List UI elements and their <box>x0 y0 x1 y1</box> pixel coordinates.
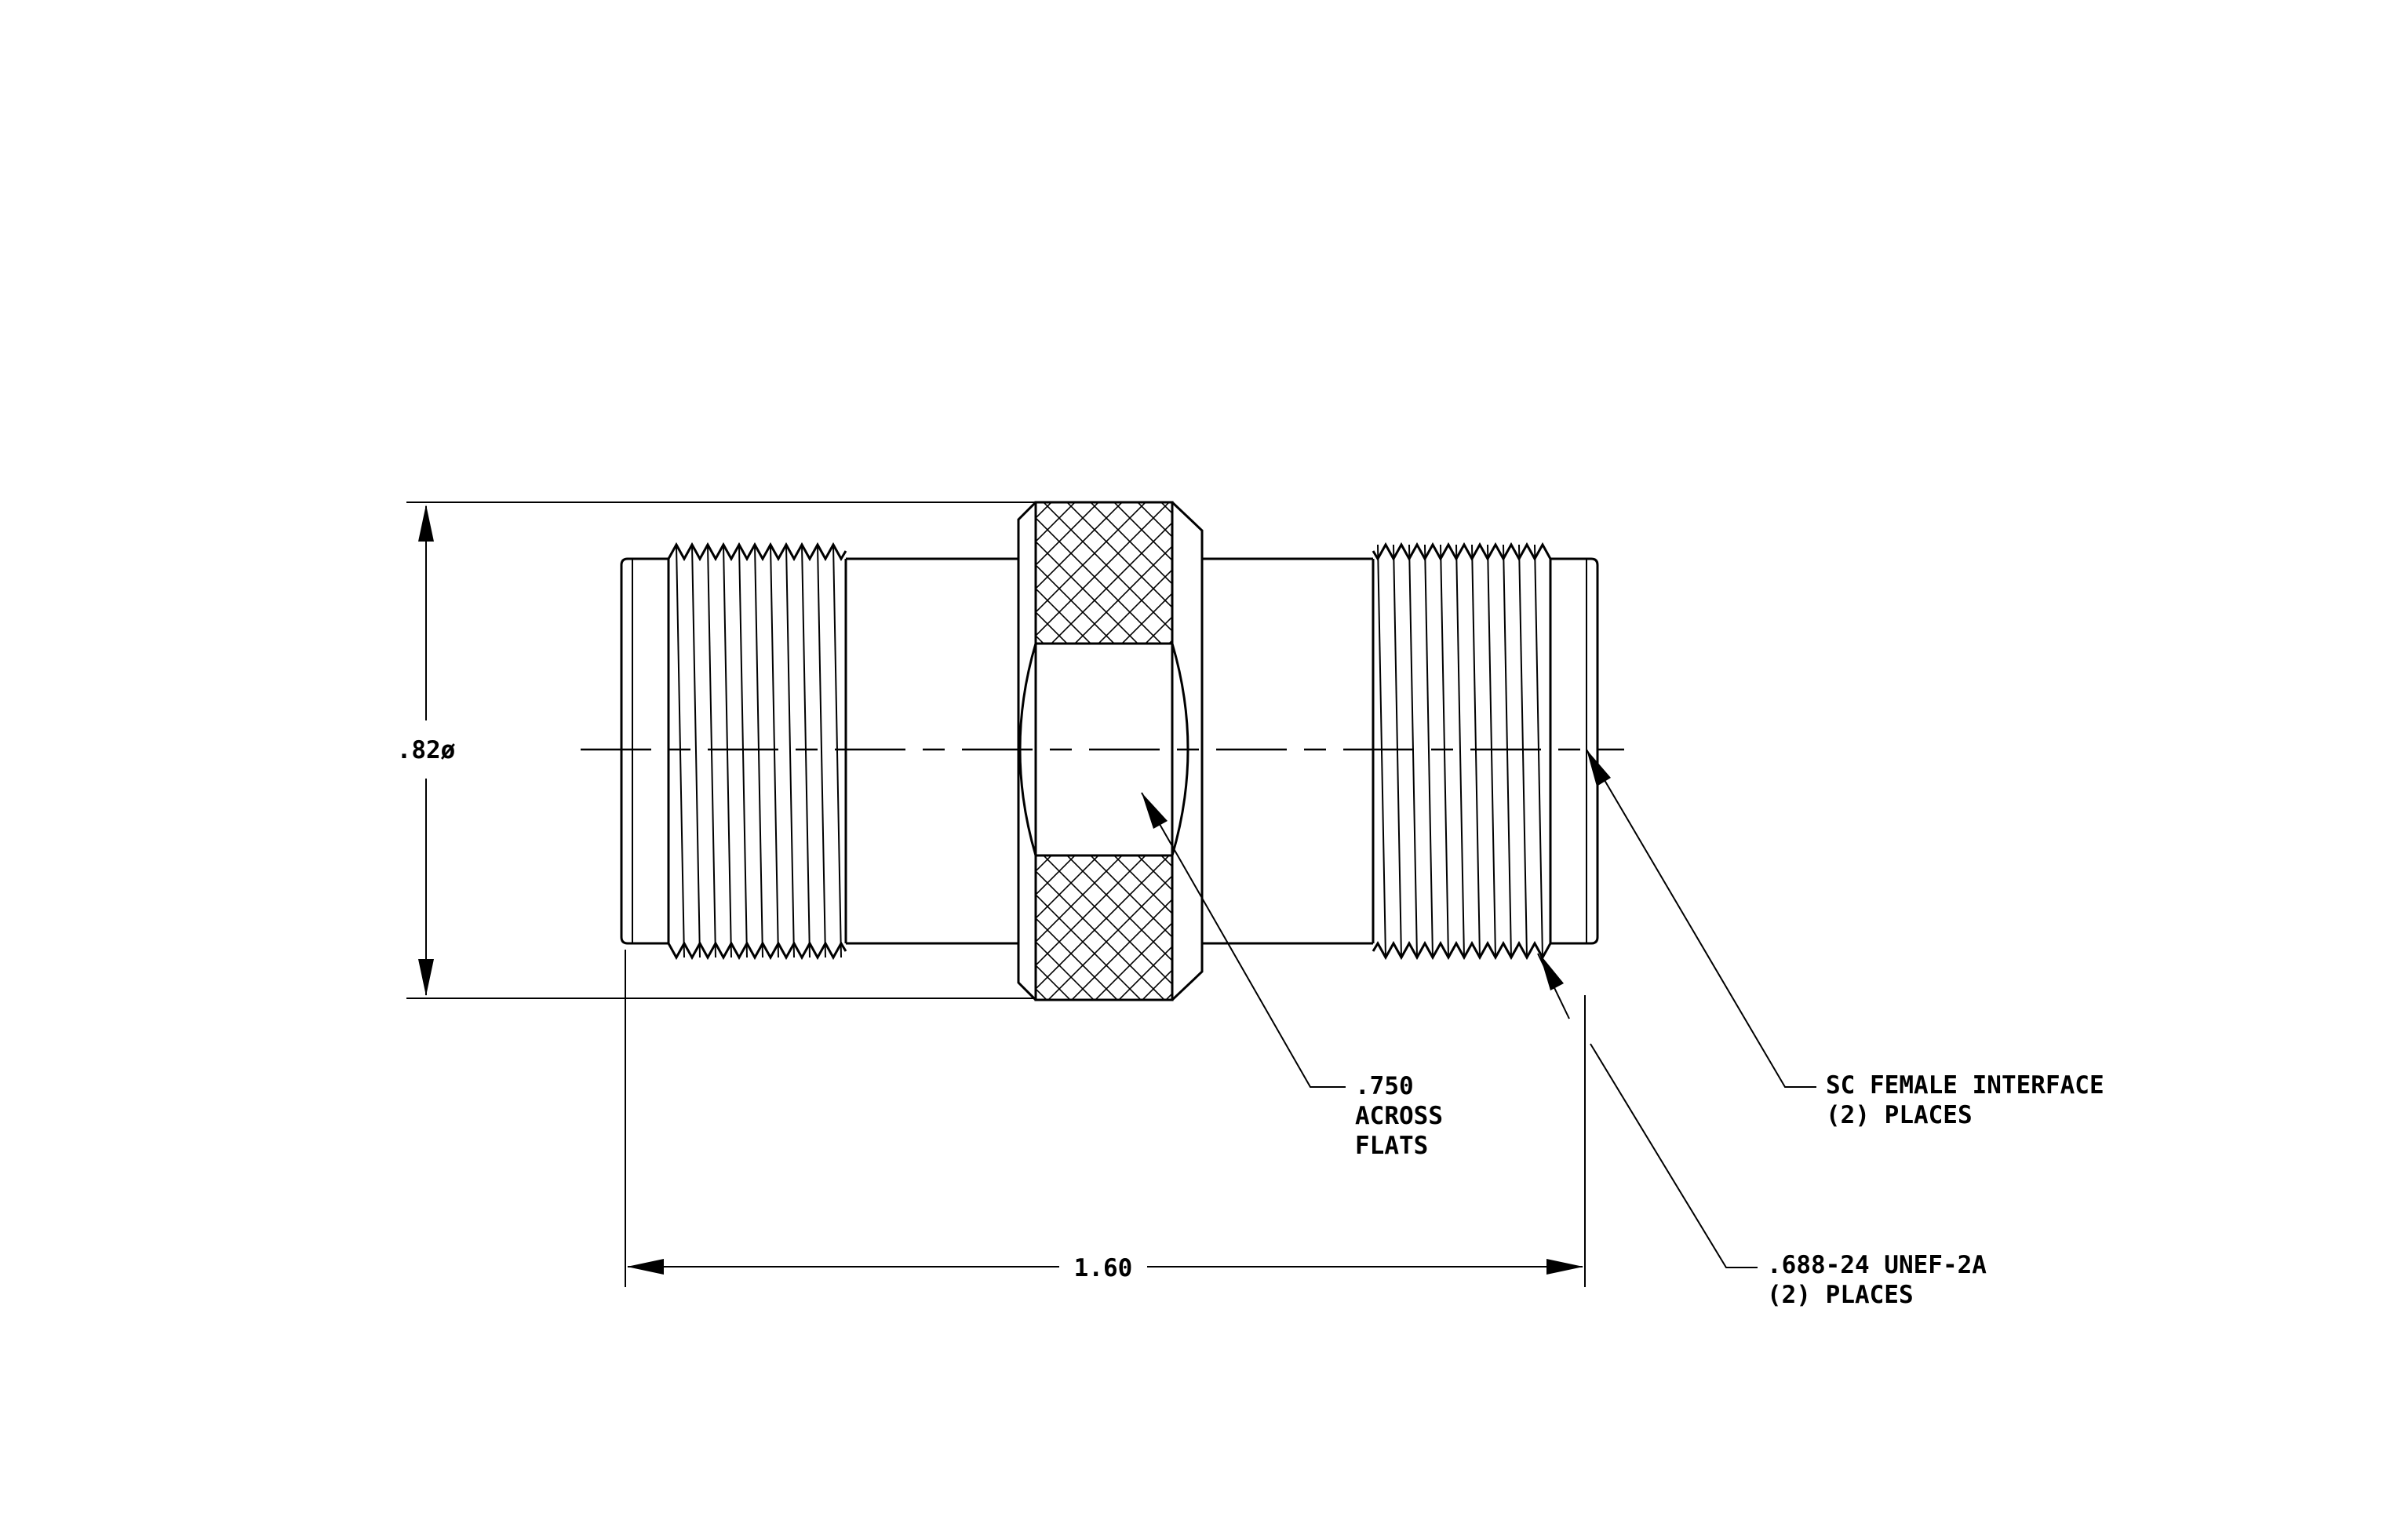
knurl-top <box>1036 502 1172 644</box>
note-flats: .750 ACROSS FLATS <box>1355 1072 1458 1160</box>
length-label: 1.60 <box>1074 1254 1133 1282</box>
note-interface: SC FEMALE INTERFACE (2) PLACES <box>1826 1071 2118 1129</box>
right-end-cap <box>1550 557 1599 945</box>
adapter-body <box>620 557 1599 945</box>
right-thread <box>1372 542 1552 961</box>
leader-interface: SC FEMALE INTERFACE (2) PLACES <box>1586 749 2118 1129</box>
leader-across-flats: .750 ACROSS FLATS <box>1141 792 1458 1160</box>
note-thread: .688-24 UNEF-2A (2) PLACES <box>1767 1251 2002 1309</box>
length-dimension: 1.60 <box>625 950 1586 1287</box>
left-thread <box>667 542 847 961</box>
diameter-label: .82ø <box>397 736 456 764</box>
hex-nut <box>1017 501 1204 1001</box>
knurl-bottom <box>1036 855 1172 1000</box>
leader-thread: .688-24 UNEF-2A (2) PLACES <box>1537 953 2002 1309</box>
left-end-cap <box>620 557 668 945</box>
diameter-dimension: .82ø <box>397 502 1036 999</box>
